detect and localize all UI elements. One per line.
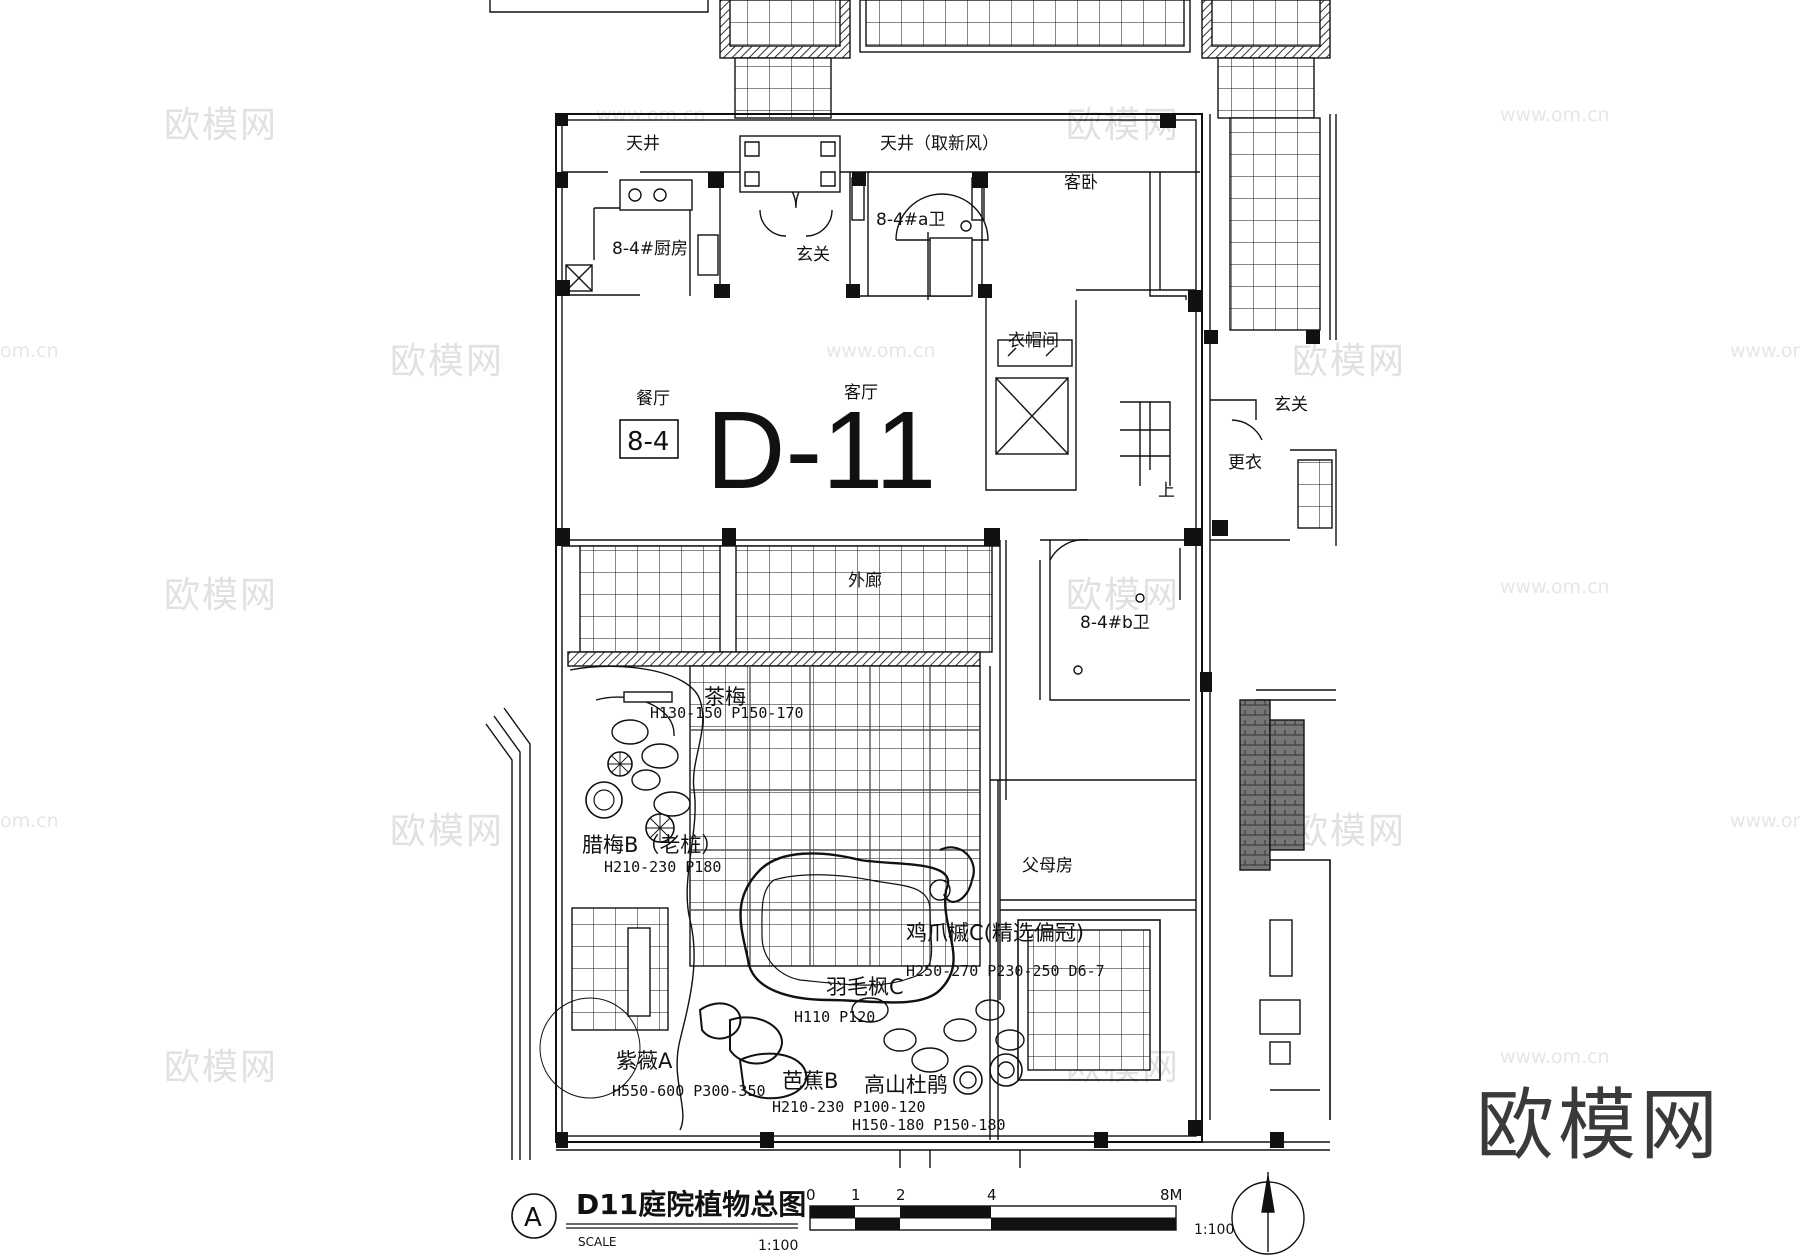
plant-name: 羽毛枫C [826,975,904,999]
room-label-kitchen: 8-4#厨房 [612,239,688,259]
watermark-url: om.cn [0,340,59,362]
watermark-url: www.om.cn [1500,104,1610,126]
watermark-url: www.om.cn [1730,810,1800,832]
plant-name: 腊梅B（老桩） [582,833,722,857]
watermark-text: 欧模网 [164,105,279,146]
scale-bar [809,1205,1177,1231]
watermark-url: www.om.cn [826,340,936,362]
plant-name: 鸡爪槭C(精选偏冠) [906,921,1084,945]
room-label-stair-up: 上 [1158,481,1175,501]
scale-tick: 4 [987,1186,997,1204]
unit-tag: 8-4 [627,427,669,457]
building-code: D-11 [706,389,936,512]
plant-spec: H250-270 P230-250 D6-7 [906,962,1105,980]
room-label-veranda: 外廊 [848,571,882,591]
room-label-cloakroom: 衣帽间 [1008,331,1059,351]
watermark-text: 欧模网 [1066,105,1181,146]
plant-name: 茶梅 [704,685,746,709]
watermark-text: 欧模网 [164,1047,279,1088]
watermark-url: www.om.cn [1500,1046,1610,1068]
plant-name: 芭蕉B [782,1069,838,1093]
drawing-title: D11庭院植物总图 [576,1188,806,1221]
room-label-changing: 更衣 [1228,453,1262,473]
scale-tick: 0 [806,1186,816,1204]
drawing-marker-circle [511,1193,557,1239]
plant-name: 高山杜鹃 [864,1073,948,1097]
plant-spec: H110 P120 [794,1008,875,1026]
watermark-text: 欧模网 [1292,341,1407,382]
room-label-entry-main: 玄关 [796,245,830,265]
plant-spec: H210-230 P100-120 [772,1098,926,1116]
watermark-text: 欧模网 [1066,575,1181,616]
plant-spec: H210-230 P180 [604,858,721,876]
north-arrow-icon [1231,1172,1305,1255]
drawing-marker: A [524,1203,542,1233]
brand-logo: 欧模网 [1476,1081,1723,1171]
watermark-text: 欧模网 [1292,811,1407,852]
scale-bar-ratio: 1:100 [1194,1222,1234,1238]
scale-word: SCALE [578,1235,616,1249]
room-label-guest-bedroom: 客卧 [1064,173,1098,193]
scale-tick: 2 [896,1186,906,1204]
room-label-bath-a: 8-4#a卫 [876,210,945,230]
plant-spec: H150-180 P150-180 [852,1116,1006,1134]
watermark-url: www.om.cn [1730,340,1800,362]
room-label-living: 客厅 [844,383,878,403]
plant-spec: H130-150 P150-170 [650,704,804,722]
scale-ratio: 1:100 [758,1238,798,1254]
room-label-entry-side: 玄关 [1274,395,1308,415]
watermark-text: 欧模网 [390,811,505,852]
watermark-text: 欧模网 [164,575,279,616]
plant-spec: H550-600 P300-350 [612,1082,766,1100]
watermark-url: www.om.cn [1500,576,1610,598]
room-label-dining: 餐厅 [636,389,670,409]
watermark-url: om.cn [0,810,59,832]
scale-tick: 8M [1160,1186,1183,1204]
room-label-parents-room: 父母房 [1022,856,1073,876]
watermark-text: 欧模网 [390,341,505,382]
room-label-skywell-right: 天井（取新风） [880,134,999,154]
room-label-bath-b: 8-4#b卫 [1080,613,1150,633]
plant-name: 紫薇A [616,1049,673,1073]
scale-tick: 1 [851,1186,861,1204]
room-label-skywell-left: 天井 [626,134,660,154]
